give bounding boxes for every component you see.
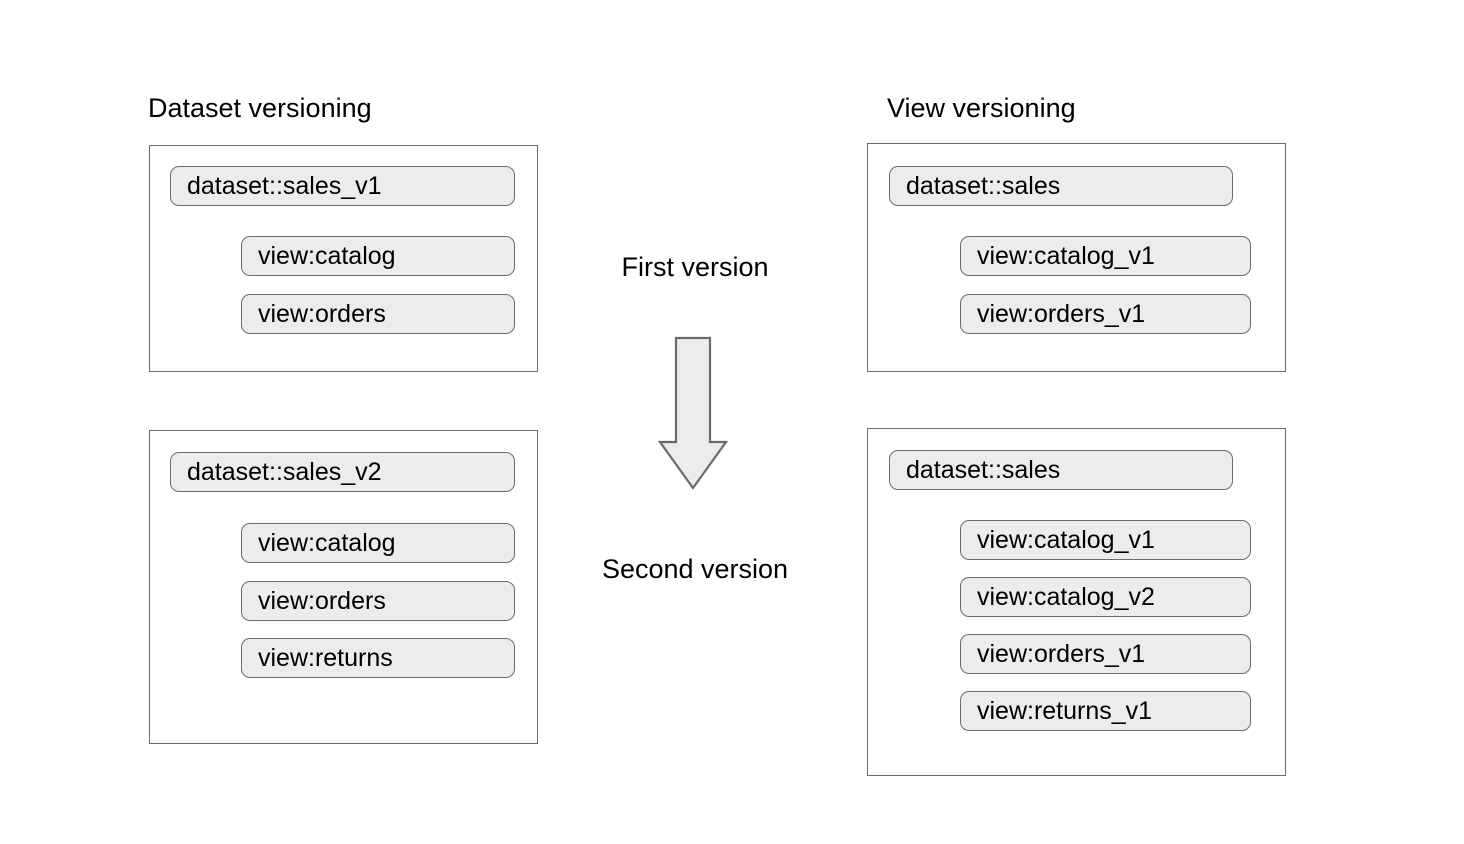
view-pill[interactable]: view:returns_v1 <box>960 691 1251 731</box>
view-pill[interactable]: view:catalog_v1 <box>960 520 1251 560</box>
group-box-dataset-versioning-second: dataset::sales_v2 view:catalog view:orde… <box>149 430 538 744</box>
dataset-pill[interactable]: dataset::sales_v1 <box>170 166 515 206</box>
dataset-pill[interactable]: dataset::sales <box>889 166 1233 206</box>
view-pill[interactable]: view:catalog <box>241 523 515 563</box>
view-pill[interactable]: view:catalog <box>241 236 515 276</box>
arrow-down-icon <box>658 336 728 490</box>
dataset-pill[interactable]: dataset::sales <box>889 450 1233 490</box>
dataset-pill[interactable]: dataset::sales_v2 <box>170 452 515 492</box>
group-box-view-versioning-second: dataset::sales view:catalog_v1 view:cata… <box>867 428 1286 776</box>
view-pill[interactable]: view:catalog_v1 <box>960 236 1251 276</box>
view-pill[interactable]: view:orders_v1 <box>960 294 1251 334</box>
view-pill[interactable]: view:returns <box>241 638 515 678</box>
view-pill[interactable]: view:catalog_v2 <box>960 577 1251 617</box>
view-pill[interactable]: view:orders_v1 <box>960 634 1251 674</box>
stage-label-first-version: First version <box>621 252 769 282</box>
column-heading-dataset-versioning: Dataset versioning <box>148 93 372 123</box>
group-box-view-versioning-first: dataset::sales view:catalog_v1 view:orde… <box>867 143 1286 372</box>
view-pill[interactable]: view:orders <box>241 294 515 334</box>
view-pill[interactable]: view:orders <box>241 581 515 621</box>
group-box-dataset-versioning-first: dataset::sales_v1 view:catalog view:orde… <box>149 145 538 372</box>
stage-label-second-version: Second version <box>601 554 789 584</box>
column-heading-view-versioning: View versioning <box>887 93 1076 123</box>
